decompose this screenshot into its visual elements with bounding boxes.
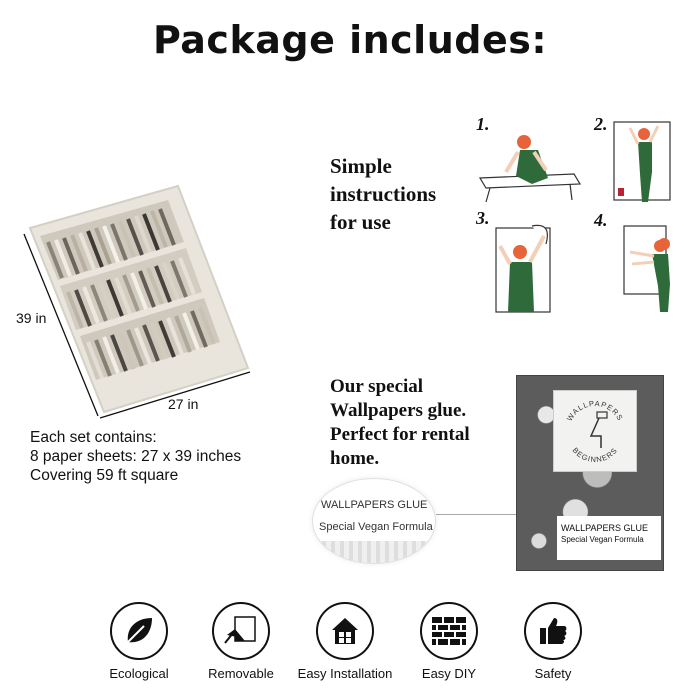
width-dimension-line xyxy=(99,371,251,419)
zoom-label-title: WALLPAPERS GLUE xyxy=(321,499,428,511)
glue-line1: Our special xyxy=(330,376,424,397)
feature-easy-diy: Easy DIY xyxy=(394,602,504,681)
feature-ecological: Ecological xyxy=(84,602,194,681)
feature-easy-installation: Easy Installation xyxy=(290,602,400,681)
peel-icon xyxy=(212,602,270,660)
feature-removable: Removable xyxy=(186,602,296,681)
set-info-line3: Covering 59 ft square xyxy=(30,467,179,484)
zoom-pattern-strip xyxy=(313,541,435,563)
wallpapers-for-beginners-logo: WALLPAPERS BEGINNERS xyxy=(553,390,637,472)
logo-bottom-text: BEGINNERS xyxy=(571,446,619,464)
set-info-line2: 8 paper sheets: 27 x 39 inches xyxy=(30,448,242,465)
instructions-line3: for use xyxy=(330,210,391,234)
glue-box-label-subtitle: Special Vegan Formula xyxy=(561,535,644,544)
step-3-illustration xyxy=(495,224,551,313)
glue-line2: Wallpapers glue. xyxy=(330,400,467,421)
sheet-width-label: 27 in xyxy=(168,396,199,412)
height-dimension-line xyxy=(23,233,99,417)
glue-line4: home. xyxy=(330,448,380,469)
step-4-number: 4. xyxy=(594,210,608,230)
feature-label: Removable xyxy=(208,666,274,681)
set-info-line1: Each set contains: xyxy=(30,429,157,446)
logo-top-text: WALLPAPERS xyxy=(565,399,624,423)
svg-text:WALLPAPERS: WALLPAPERS xyxy=(565,399,625,423)
feature-label: Safety xyxy=(534,666,572,681)
leaf-icon xyxy=(110,602,168,660)
thumbs-up-icon xyxy=(524,602,582,660)
sheet-height-label: 39 in xyxy=(16,310,47,326)
label-zoom-circle: WALLPAPERS GLUE Special Vegan Formula xyxy=(312,478,436,564)
glue-box-label: WALLPAPERS GLUE Special Vegan Formula xyxy=(557,516,661,560)
zoom-connector-line xyxy=(436,514,516,515)
glue-package-image: WALLPAPERS BEGINNERS WALLPAPERS GLUE Spe… xyxy=(516,375,664,571)
step-2-number: 2. xyxy=(594,114,608,134)
instructions-heading: Simple instructions for use xyxy=(330,152,436,236)
feature-safety: Safety xyxy=(498,602,608,681)
house-icon xyxy=(316,602,374,660)
instructions-line2: instructions xyxy=(330,182,437,206)
step-4-illustration xyxy=(623,225,670,312)
feature-label: Ecological xyxy=(109,666,169,681)
glue-box-label-title: WALLPAPERS GLUE xyxy=(561,523,649,533)
feature-label: Easy DIY xyxy=(421,666,477,681)
logo-emblem: WALLPAPERS BEGINNERS xyxy=(565,399,625,464)
svg-text:BEGINNERS: BEGINNERS xyxy=(571,446,620,464)
wallpaper-sheet-illustration xyxy=(18,180,268,420)
step-1-illustration xyxy=(478,135,582,203)
step-2-illustration xyxy=(613,121,671,202)
step-3-number: 3. xyxy=(476,208,490,228)
bookshelf-sheet-image xyxy=(23,184,251,419)
glue-line3: Perfect for rental xyxy=(330,424,470,445)
step-1-number: 1. xyxy=(476,114,490,134)
page-title: Package includes: xyxy=(152,18,548,62)
glue-description: Our special Wallpapers glue. Perfect for… xyxy=(330,375,470,471)
set-info: Each set contains: 8 paper sheets: 27 x … xyxy=(30,428,241,485)
feature-label: Easy Installation xyxy=(297,666,393,681)
zoom-label-subtitle: Special Vegan Formula xyxy=(319,521,433,533)
instructions-line1: Simple xyxy=(330,154,392,178)
brick-wall-icon xyxy=(420,602,478,660)
